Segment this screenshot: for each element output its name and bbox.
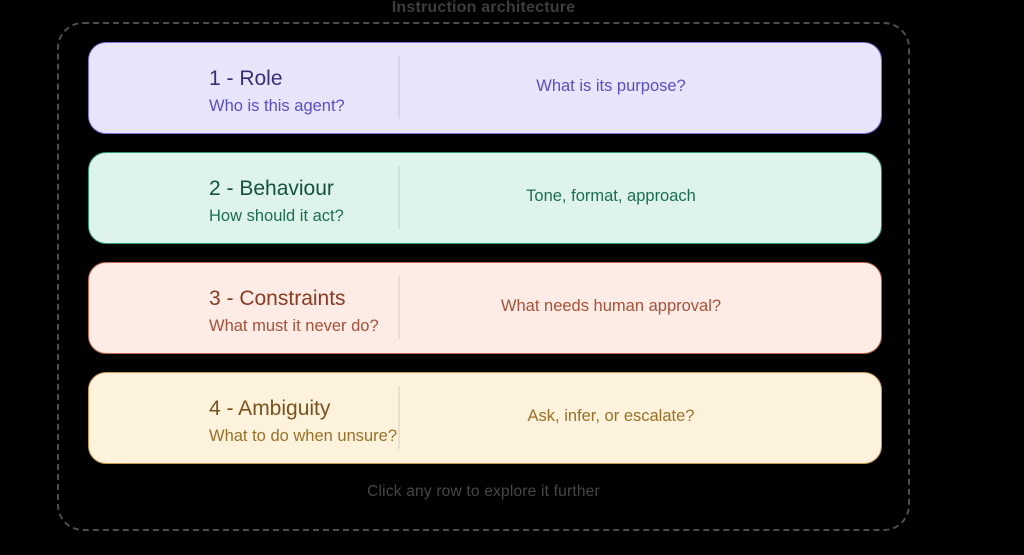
diagram-title: Instruction architecture	[391, 0, 576, 16]
row-divider	[398, 166, 400, 229]
row-subtitle: Who is this agent?	[209, 97, 345, 116]
row-left-section: 3 - Constraints What must it never do?	[89, 263, 399, 353]
row-title: 4 - Ambiguity	[209, 397, 331, 421]
row-subtitle: How should it act?	[209, 207, 344, 226]
row-left-section: 2 - Behaviour How should it act?	[89, 153, 399, 243]
row-title: 2 - Behaviour	[209, 177, 334, 201]
row-subtitle: What to do when unsure?	[209, 427, 398, 446]
row-detail: Tone, format, approach	[526, 186, 696, 205]
row-behaviour[interactable]: 2 - Behaviour How should it act? Tone, f…	[88, 152, 882, 244]
row-detail: What is its purpose?	[536, 76, 686, 95]
row-role[interactable]: 1 - Role Who is this agent? What is its …	[88, 42, 882, 134]
row-left-section: 1 - Role Who is this agent?	[89, 43, 399, 133]
row-title: 3 - Constraints	[209, 287, 346, 311]
row-title: 1 - Role	[209, 67, 283, 91]
dashed-frame	[57, 22, 910, 531]
row-divider	[398, 56, 400, 119]
caption: Click any row to explore it further	[367, 483, 600, 500]
row-ambiguity[interactable]: 4 - Ambiguity What to do when unsure? As…	[88, 372, 882, 464]
row-subtitle: What must it never do?	[209, 317, 379, 336]
row-left-section: 4 - Ambiguity What to do when unsure?	[89, 373, 399, 463]
row-detail: What needs human approval?	[500, 296, 722, 315]
row-divider	[398, 386, 400, 449]
row-constraints[interactable]: 3 - Constraints What must it never do? W…	[88, 262, 882, 354]
row-divider	[398, 276, 400, 339]
row-detail: Ask, infer, or escalate?	[527, 406, 695, 425]
